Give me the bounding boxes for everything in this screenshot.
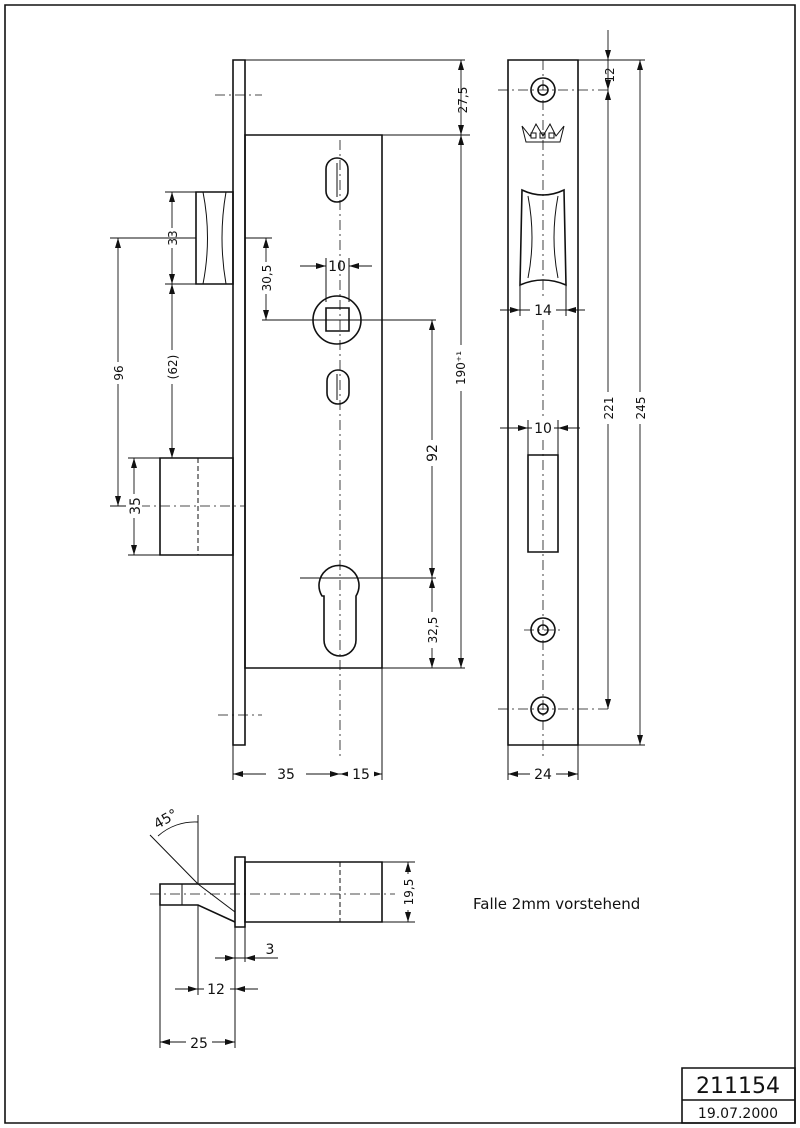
dim-25: 25 [190,1036,208,1052]
sheet-border [5,5,795,1123]
latch-shaft [245,862,382,922]
dim-190: 190⁺¹ [454,351,468,385]
cylinder-cutout [319,565,359,656]
drawing-number: 211154 [696,1074,780,1099]
lower-slot [327,370,349,404]
dim-96: 96 [112,365,126,380]
faceplate-view: 14 10 12 221 245 [498,30,648,783]
dim-3: 3 [266,942,275,958]
forend-strip [233,60,245,745]
dim-14: 14 [534,303,552,319]
dim-27-5: 27,5 [456,87,470,114]
bolt-block [160,458,233,555]
latch-block [196,192,233,284]
crown-logo-icon [522,124,564,142]
latch-note: Falle 2mm vorstehend [473,895,640,913]
screw-hole-bottom [531,697,555,721]
title-block: 211154 19.07.2000 [682,1068,795,1123]
dim-45-deg: 45° [151,806,181,832]
front-view: 27,5 190⁺¹ 92 32,5 10 30, [110,60,470,783]
dim-221: 221 [602,397,616,420]
dim-92: 92 [425,444,441,462]
dim-12-top: 12 [603,67,617,82]
dim-10-spindle: 10 [328,259,346,275]
latch-detail: 45° 19,5 3 12 25 [150,806,416,1052]
bolt-opening [528,455,558,552]
dim-12-latch: 12 [207,982,225,998]
dim-62: (62) [166,355,180,380]
dim-10-faceplate: 10 [534,421,552,437]
upper-slot [326,158,348,202]
dim-245: 245 [634,397,648,420]
dim-32-5: 32,5 [426,617,440,644]
screw-hole-top [531,78,555,102]
latch-flange [235,857,245,927]
dim-35-bottom: 35 [277,767,295,783]
drawing-date: 19.07.2000 [698,1106,778,1122]
dim-30-5: 30,5 [260,265,274,292]
dim-24: 24 [534,767,552,783]
lock-case [245,135,382,668]
dim-15: 15 [352,767,370,783]
dim-35-side: 35 [128,497,144,515]
dim-19-5: 19,5 [402,879,416,906]
